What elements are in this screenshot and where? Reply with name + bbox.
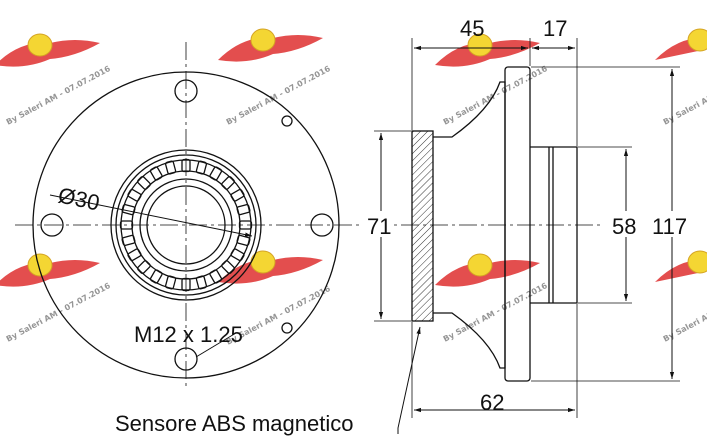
dim-label-62: 62 bbox=[480, 390, 504, 415]
bearing-roller bbox=[137, 176, 151, 190]
bore-diameter-label: Ø30 bbox=[56, 182, 102, 215]
bearing-roller bbox=[181, 277, 191, 292]
abs-sensor-leader bbox=[397, 326, 421, 434]
watermark-logo bbox=[0, 253, 100, 287]
abs-sensor-ring bbox=[411, 130, 434, 322]
locating-hole bbox=[281, 322, 293, 334]
hub-side-view bbox=[372, 38, 680, 434]
label-backing bbox=[608, 211, 694, 237]
bearing-roller bbox=[230, 188, 245, 202]
watermark-text: By Saleri AM - 07.07.2016 bbox=[225, 64, 333, 127]
label-backing bbox=[364, 211, 394, 237]
watermark-logo bbox=[655, 250, 707, 282]
watermark-logo bbox=[435, 253, 540, 287]
dim-label-117: 117 bbox=[652, 214, 687, 239]
bearing-roller bbox=[195, 275, 208, 290]
watermark-logo bbox=[218, 28, 323, 62]
dim-label-45: 45 bbox=[460, 16, 484, 41]
bearing-outer-ring bbox=[110, 149, 262, 301]
bearing-roller bbox=[236, 203, 251, 216]
thread-leader bbox=[195, 332, 237, 358]
bolt-hole bbox=[310, 213, 334, 237]
bearing-roller bbox=[238, 220, 253, 230]
bolt-hole bbox=[40, 213, 64, 237]
bearing-roller bbox=[149, 166, 163, 181]
bearing-roller bbox=[181, 158, 191, 173]
watermark-text: By Saleri AM - 07.07.2016 bbox=[5, 281, 113, 344]
watermark-logo bbox=[655, 28, 707, 60]
bearing-roller bbox=[137, 260, 151, 274]
bearing-roller bbox=[230, 248, 245, 262]
bearing-rollers bbox=[119, 158, 253, 292]
watermark-logo bbox=[0, 33, 100, 67]
bearing-roller bbox=[121, 234, 136, 247]
bearing-roller bbox=[209, 269, 223, 284]
hub-flange bbox=[504, 66, 531, 382]
watermark-logo bbox=[435, 33, 540, 67]
bearing-roller bbox=[121, 203, 136, 216]
bearing-roller bbox=[221, 260, 235, 274]
extension-lines bbox=[374, 38, 680, 418]
bolt-hole bbox=[174, 347, 198, 371]
bore-diameter-leader bbox=[49, 194, 253, 237]
watermark-text: By Saleri AM - 07.07.2016 bbox=[662, 64, 707, 127]
hub-flange-outline bbox=[32, 71, 340, 379]
bearing-roller bbox=[221, 176, 235, 190]
bearing-roller bbox=[127, 248, 142, 262]
watermark-text: By Saleri AM - 07.07.2016 bbox=[5, 64, 113, 127]
bearing-outer-race bbox=[115, 154, 257, 296]
bolt-hole bbox=[174, 79, 198, 103]
abs-sensor-annotation: Sensore ABS magnetico bbox=[115, 411, 353, 436]
bearing-roller bbox=[149, 269, 163, 284]
watermark-text: By Saleri AM - 07.07.2016 bbox=[662, 281, 707, 344]
watermark-text: By Saleri AM - 07.07.2016 bbox=[442, 281, 550, 344]
watermark-text: By Saleri AM - 07.07.2016 bbox=[442, 64, 550, 127]
dim-label-71: 71 bbox=[367, 214, 391, 239]
bearing-roller bbox=[164, 160, 177, 175]
bearing-inner-race bbox=[139, 178, 233, 272]
locating-hole bbox=[281, 115, 293, 127]
bearing-roller bbox=[127, 188, 142, 202]
bearing-roller bbox=[236, 234, 251, 247]
bearing-roller bbox=[195, 160, 208, 175]
bearing-roller bbox=[209, 166, 223, 181]
thread-spec-label: M12 x 1.25 bbox=[134, 322, 243, 347]
bearing-roller bbox=[164, 275, 177, 290]
dim-label-17: 17 bbox=[543, 16, 567, 41]
bearing-roller bbox=[119, 220, 134, 230]
watermark-layer: By Saleri AM - 07.07.2016 By Saleri AM -… bbox=[0, 28, 707, 347]
bore-outline bbox=[146, 185, 226, 265]
watermark-logo bbox=[218, 250, 323, 284]
hub-front-view bbox=[15, 42, 362, 388]
dim-label-58: 58 bbox=[612, 214, 636, 239]
